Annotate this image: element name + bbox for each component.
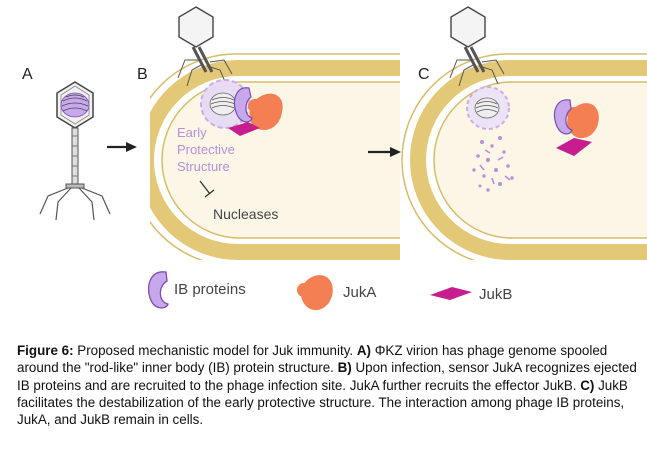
legend-jukb-icon [430,287,472,300]
eps-label-line3: Structure [177,159,230,174]
destabilized-protective-structure-c [466,86,510,130]
arrow-a-to-b [107,142,137,152]
ib-protein-b [233,87,253,123]
legend-ib-label: IB proteins [174,281,246,298]
ib-protein-c [553,99,573,135]
bacterial-cell-c [401,53,647,260]
arrow-b-to-c [368,147,401,157]
caption-b-label: B) [337,360,352,376]
jukb-protein-c [556,138,592,156]
mechanism-diagram: A B [22,6,647,311]
panel-label-b: B [137,66,148,83]
phage-attached-icon-c [449,6,505,87]
caption-fig-label: Figure 6: [17,343,74,358]
legend-jukb-label: JukB [479,286,512,303]
phage-attached-icon-b [177,6,233,87]
panel-label-a: A [22,66,33,83]
juka-protein-c [567,103,599,139]
phage-virion-icon [39,81,111,221]
eps-debris-particles [472,136,514,192]
caption-intro: Proposed mechanistic model for Juk immun… [73,343,357,358]
caption-a-text: ΦKZ virion has phage genome spooled arou… [17,343,608,376]
jukb-protein-b [228,122,260,136]
caption-a-label: A) [356,343,371,358]
legend-juka-label: JukA [343,284,376,301]
legend-juka-icon [297,275,333,311]
inhibition-symbol [199,180,215,198]
eps-label-line1: Early [177,125,207,140]
panel-label-c: C [418,66,430,83]
caption-b-text: Upon infection, sensor JukA recognizes e… [17,360,637,393]
juka-protein-b [248,93,283,131]
eps-label-line2: Protective [177,142,235,157]
bacterial-cell-b [150,53,400,260]
figure-caption: Figure 6: Proposed mechanistic model for… [17,342,637,428]
caption-c-text: JukB facilitates the destabilization of … [17,377,628,428]
legend-ib-icon [147,271,169,309]
nucleases-label: Nucleases [213,206,278,222]
caption-c-label: C) [580,377,595,393]
